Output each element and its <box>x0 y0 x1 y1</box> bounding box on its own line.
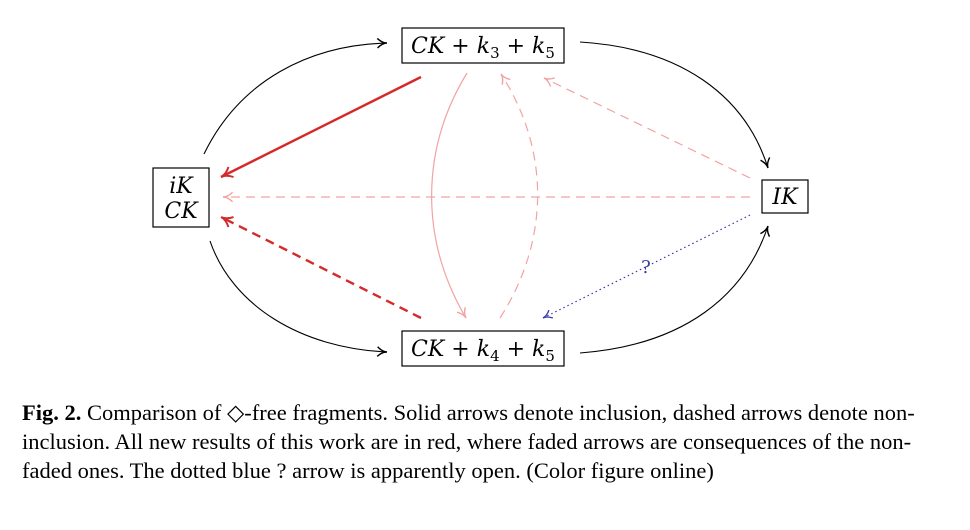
question-mark-label: ? <box>641 257 651 278</box>
arrow-top-to-left-red <box>220 75 422 179</box>
arrow-left-to-bottom <box>209 240 388 357</box>
arrow-bottom-to-left-red-dashed <box>220 215 422 320</box>
svg-text:iK: iK <box>169 174 194 199</box>
arrow-bottom-to-top-faded-dashed <box>499 73 539 319</box>
svg-text:CK + k3 + k5: CK + k3 + k5 <box>411 34 555 62</box>
svg-text:IK: IK <box>771 185 799 210</box>
arrow-top-to-bottom-faded <box>431 72 468 319</box>
node-right: IK <box>761 179 809 214</box>
svg-text:CK + k4 + k5: CK + k4 + k5 <box>411 337 555 365</box>
arrow-left-to-top <box>203 37 388 155</box>
node-bottom: CK + k4 + k5 <box>401 330 565 367</box>
arrow-top-to-right <box>579 41 771 169</box>
diagram: CK + k3 + k5 iK CK IK CK + k4 + k5 ? <box>152 27 809 367</box>
node-left: iK CK <box>152 167 210 228</box>
caption-text: Comparison of ◇-free fragments. Solid ar… <box>22 400 915 483</box>
svg-text:CK: CK <box>164 199 199 224</box>
figure-caption: Fig. 2. Comparison of ◇-free fragments. … <box>22 398 947 485</box>
node-top: CK + k3 + k5 <box>401 27 565 64</box>
arrow-bottom-to-right <box>579 225 771 354</box>
caption-label: Fig. 2. <box>22 400 82 425</box>
arrow-right-to-top-faded-dashed <box>543 77 751 179</box>
